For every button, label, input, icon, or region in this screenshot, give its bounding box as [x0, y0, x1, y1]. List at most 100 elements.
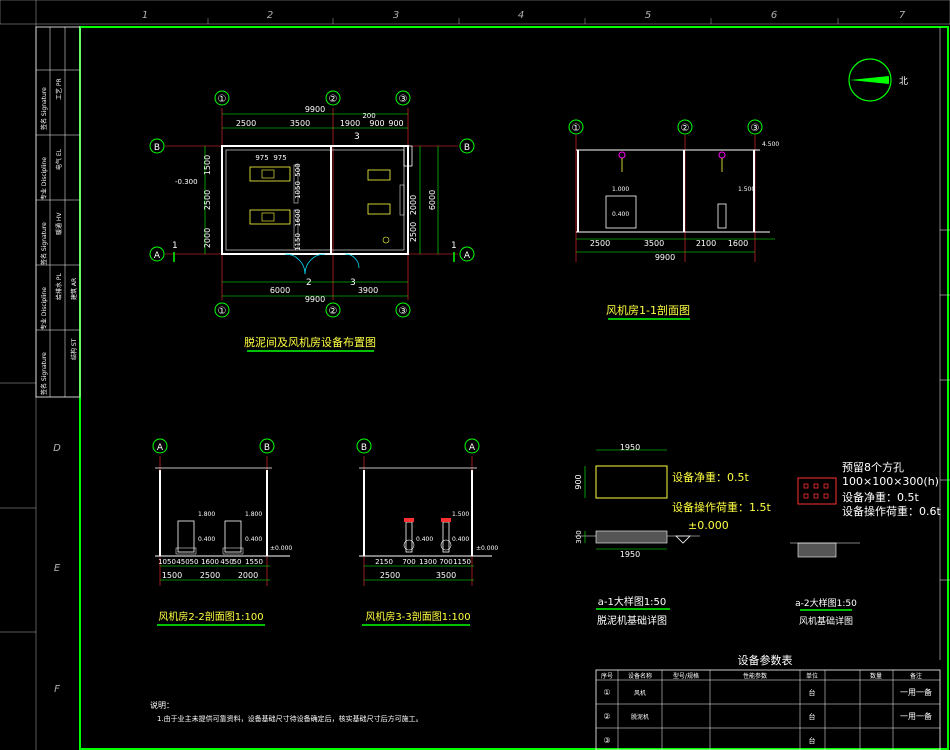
table-row3-no: ③ — [603, 736, 610, 745]
title-block-discipline-5: 结构 ST — [70, 338, 78, 360]
section22-dim-r1-1: 1050 — [158, 558, 176, 566]
plan-dim-top-2: 3500 — [290, 119, 310, 128]
title-block-discipline-3: 暖通 HV — [55, 212, 63, 235]
title-block-col-4: 专业 Discipline — [40, 287, 48, 330]
title-block: 签名 Signature 专业 Discipline 签名 Signature … — [35, 26, 81, 398]
plan-section-2: 2 — [306, 278, 312, 288]
table-row2-remark: 一用一备 — [900, 711, 932, 721]
a1-subtitle: 脱泥机基础详图 — [597, 614, 667, 627]
equipment-table-title: 设备参数表 — [738, 653, 793, 667]
section11-title: 风机房1-1剖面图 — [606, 303, 690, 317]
plan-inner-dim-a: 500 — [294, 163, 302, 176]
table-row1-name: 风机 — [634, 689, 646, 697]
plan-axis-right-b: B — [464, 143, 470, 153]
table-header-name: 设备名称 — [628, 672, 652, 680]
plan-dim-right-2: 2500 — [409, 222, 418, 242]
plan-title: 脱泥间及风机房设备布置图 — [244, 335, 376, 349]
plan-overall-dim-top: 9900 — [305, 105, 325, 114]
plan-dim-top-6: 900 — [388, 119, 403, 128]
section33-dim-r1-3: 1300 — [419, 558, 437, 566]
ruler-label-1: 1 — [142, 10, 148, 21]
table-row2-name: 脱泥机 — [631, 713, 649, 721]
section22-axis-b: B — [264, 443, 270, 453]
section22-axis-a: A — [157, 443, 164, 453]
a2-title: a-2大样图1:50 — [795, 597, 857, 609]
plan-inner-dim-d: 1150 — [294, 233, 302, 251]
plan-section-1-right: 1 — [451, 241, 457, 251]
section33-axis-b: B — [361, 443, 367, 453]
right-edge-table — [939, 27, 950, 660]
plan-section-3-top: 3 — [354, 132, 360, 142]
section22-dim-r1-2: 450 — [176, 558, 189, 566]
a1-dim-width: 1950 — [620, 443, 640, 452]
drawing-frame — [79, 26, 949, 750]
table-row1-unit: 台 — [809, 688, 816, 697]
a1-load: 设备操作荷重：1.5t — [672, 500, 771, 514]
section11-dim-1: 2500 — [590, 239, 610, 248]
section22-level-4: 0.400 — [245, 536, 262, 543]
plan-axis-top-1: ① — [218, 94, 227, 105]
plan-dim-bottom-2: 3900 — [358, 286, 378, 295]
north-label: 北 — [899, 76, 908, 87]
section22-dim-r2-3: 2000 — [238, 571, 258, 580]
table-header-no: 序号 — [601, 672, 613, 680]
section22-dim-r2-1: 1500 — [162, 571, 182, 580]
notes-text: 1.由于业主未提供可靠资料，设备基础尺寸待设备确定后，核实基础尺寸后方可施工。 — [157, 714, 423, 723]
a1-net-weight: 设备净重：0.5t — [672, 470, 749, 484]
plan-axis-bottom-1: ① — [218, 306, 227, 317]
plan-dim-left-1: 1500 — [203, 155, 212, 175]
table-row2-no: ② — [603, 712, 610, 721]
section11-axis-1: ① — [572, 123, 581, 134]
ruler-label-4: 4 — [518, 10, 524, 21]
a2-note-holes: 预留8个方孔 — [842, 460, 904, 474]
title-block-discipline-2: 电气 EL — [55, 148, 63, 170]
section-2-2: A B 1.800 1.800 0.400 0.400 ±0.000 1050 … — [152, 438, 292, 626]
table-header-unit: 单位 — [806, 672, 818, 680]
ruler-label-5: 5 — [645, 10, 651, 21]
section33-dim-r1-1: 2150 — [375, 558, 393, 566]
section22-level-3: 0.400 — [198, 536, 215, 543]
section11-level-2: 1.500 — [738, 186, 755, 193]
ruler-label-6: 6 — [771, 10, 777, 21]
section22-dim-r1-5: 450 — [220, 558, 233, 566]
table-row2-unit: 台 — [809, 712, 816, 721]
a1-dim-base-height: 300 — [575, 530, 583, 543]
table-header-spec: 性能参数 — [743, 672, 767, 680]
notes: 说明： 1.由于业主未提供可靠资料，设备基础尺寸待设备确定后，核实基础尺寸后方可… — [150, 700, 423, 723]
plan-section-1-left: 1 — [172, 241, 178, 251]
title-block-discipline-6: 建筑 AR — [70, 278, 78, 300]
section33-level-2: 0.400 — [416, 536, 433, 543]
ruler-label-7: 7 — [899, 10, 906, 21]
section33-dim-r1-4: 700 — [439, 558, 452, 566]
table-header-qty: 数量 — [870, 672, 882, 680]
section11-axis-3: ③ — [751, 123, 760, 134]
plan-axis-top-2: ② — [329, 94, 338, 105]
section33-dim-r1-5: 1150 — [453, 558, 471, 566]
section11-dim-4: 1600 — [728, 239, 748, 248]
title-block-col-1: 签名 Signature — [40, 87, 48, 130]
plan-overall-dim-bottom: 9900 — [305, 295, 325, 304]
a2-subtitle: 风机基础详图 — [799, 615, 853, 627]
section11-dim-2: 3500 — [644, 239, 664, 248]
ruler-label-f: F — [54, 684, 60, 695]
a2-note-hole-size: 100×100×300(h) — [842, 475, 939, 488]
title-block-col-2: 专业 Discipline — [40, 157, 48, 200]
equipment-table: 设备参数表 序号 设备名称 型号/规格 性能参数 单位 数量 备注 ① 风机 台… — [595, 653, 941, 750]
plan-axis-top-3: ③ — [399, 94, 408, 105]
section11-axis-2: ② — [681, 123, 690, 134]
section33-level-3: 0.400 — [452, 536, 469, 543]
foundation-a2-detail: 预留8个方孔 100×100×300(h) 设备净重：0.5t 设备操作荷重：0… — [790, 460, 941, 627]
section22-dim-r1-7: 1550 — [245, 558, 263, 566]
floor-plan: ① ② ③ ① ② ③ B A B A 9900 2500 3500 1900 … — [149, 90, 475, 352]
plan-axis-left-a: A — [154, 251, 161, 261]
left-ruler: D E F — [0, 24, 61, 750]
plan-overall-dim-right: 6000 — [428, 190, 437, 210]
a1-dim-base: 1950 — [620, 550, 640, 559]
plan-dim-top-4: 200 — [362, 112, 375, 120]
north-arrow: 北 — [848, 58, 908, 102]
top-ruler: 1 2 3 4 5 6 7 — [0, 0, 950, 25]
foundation-a1-detail: 1950 900 设备净重：0.5t 设备操作荷重：1.5t ±0.000 30… — [574, 443, 771, 627]
a1-dim-height: 900 — [574, 474, 583, 489]
